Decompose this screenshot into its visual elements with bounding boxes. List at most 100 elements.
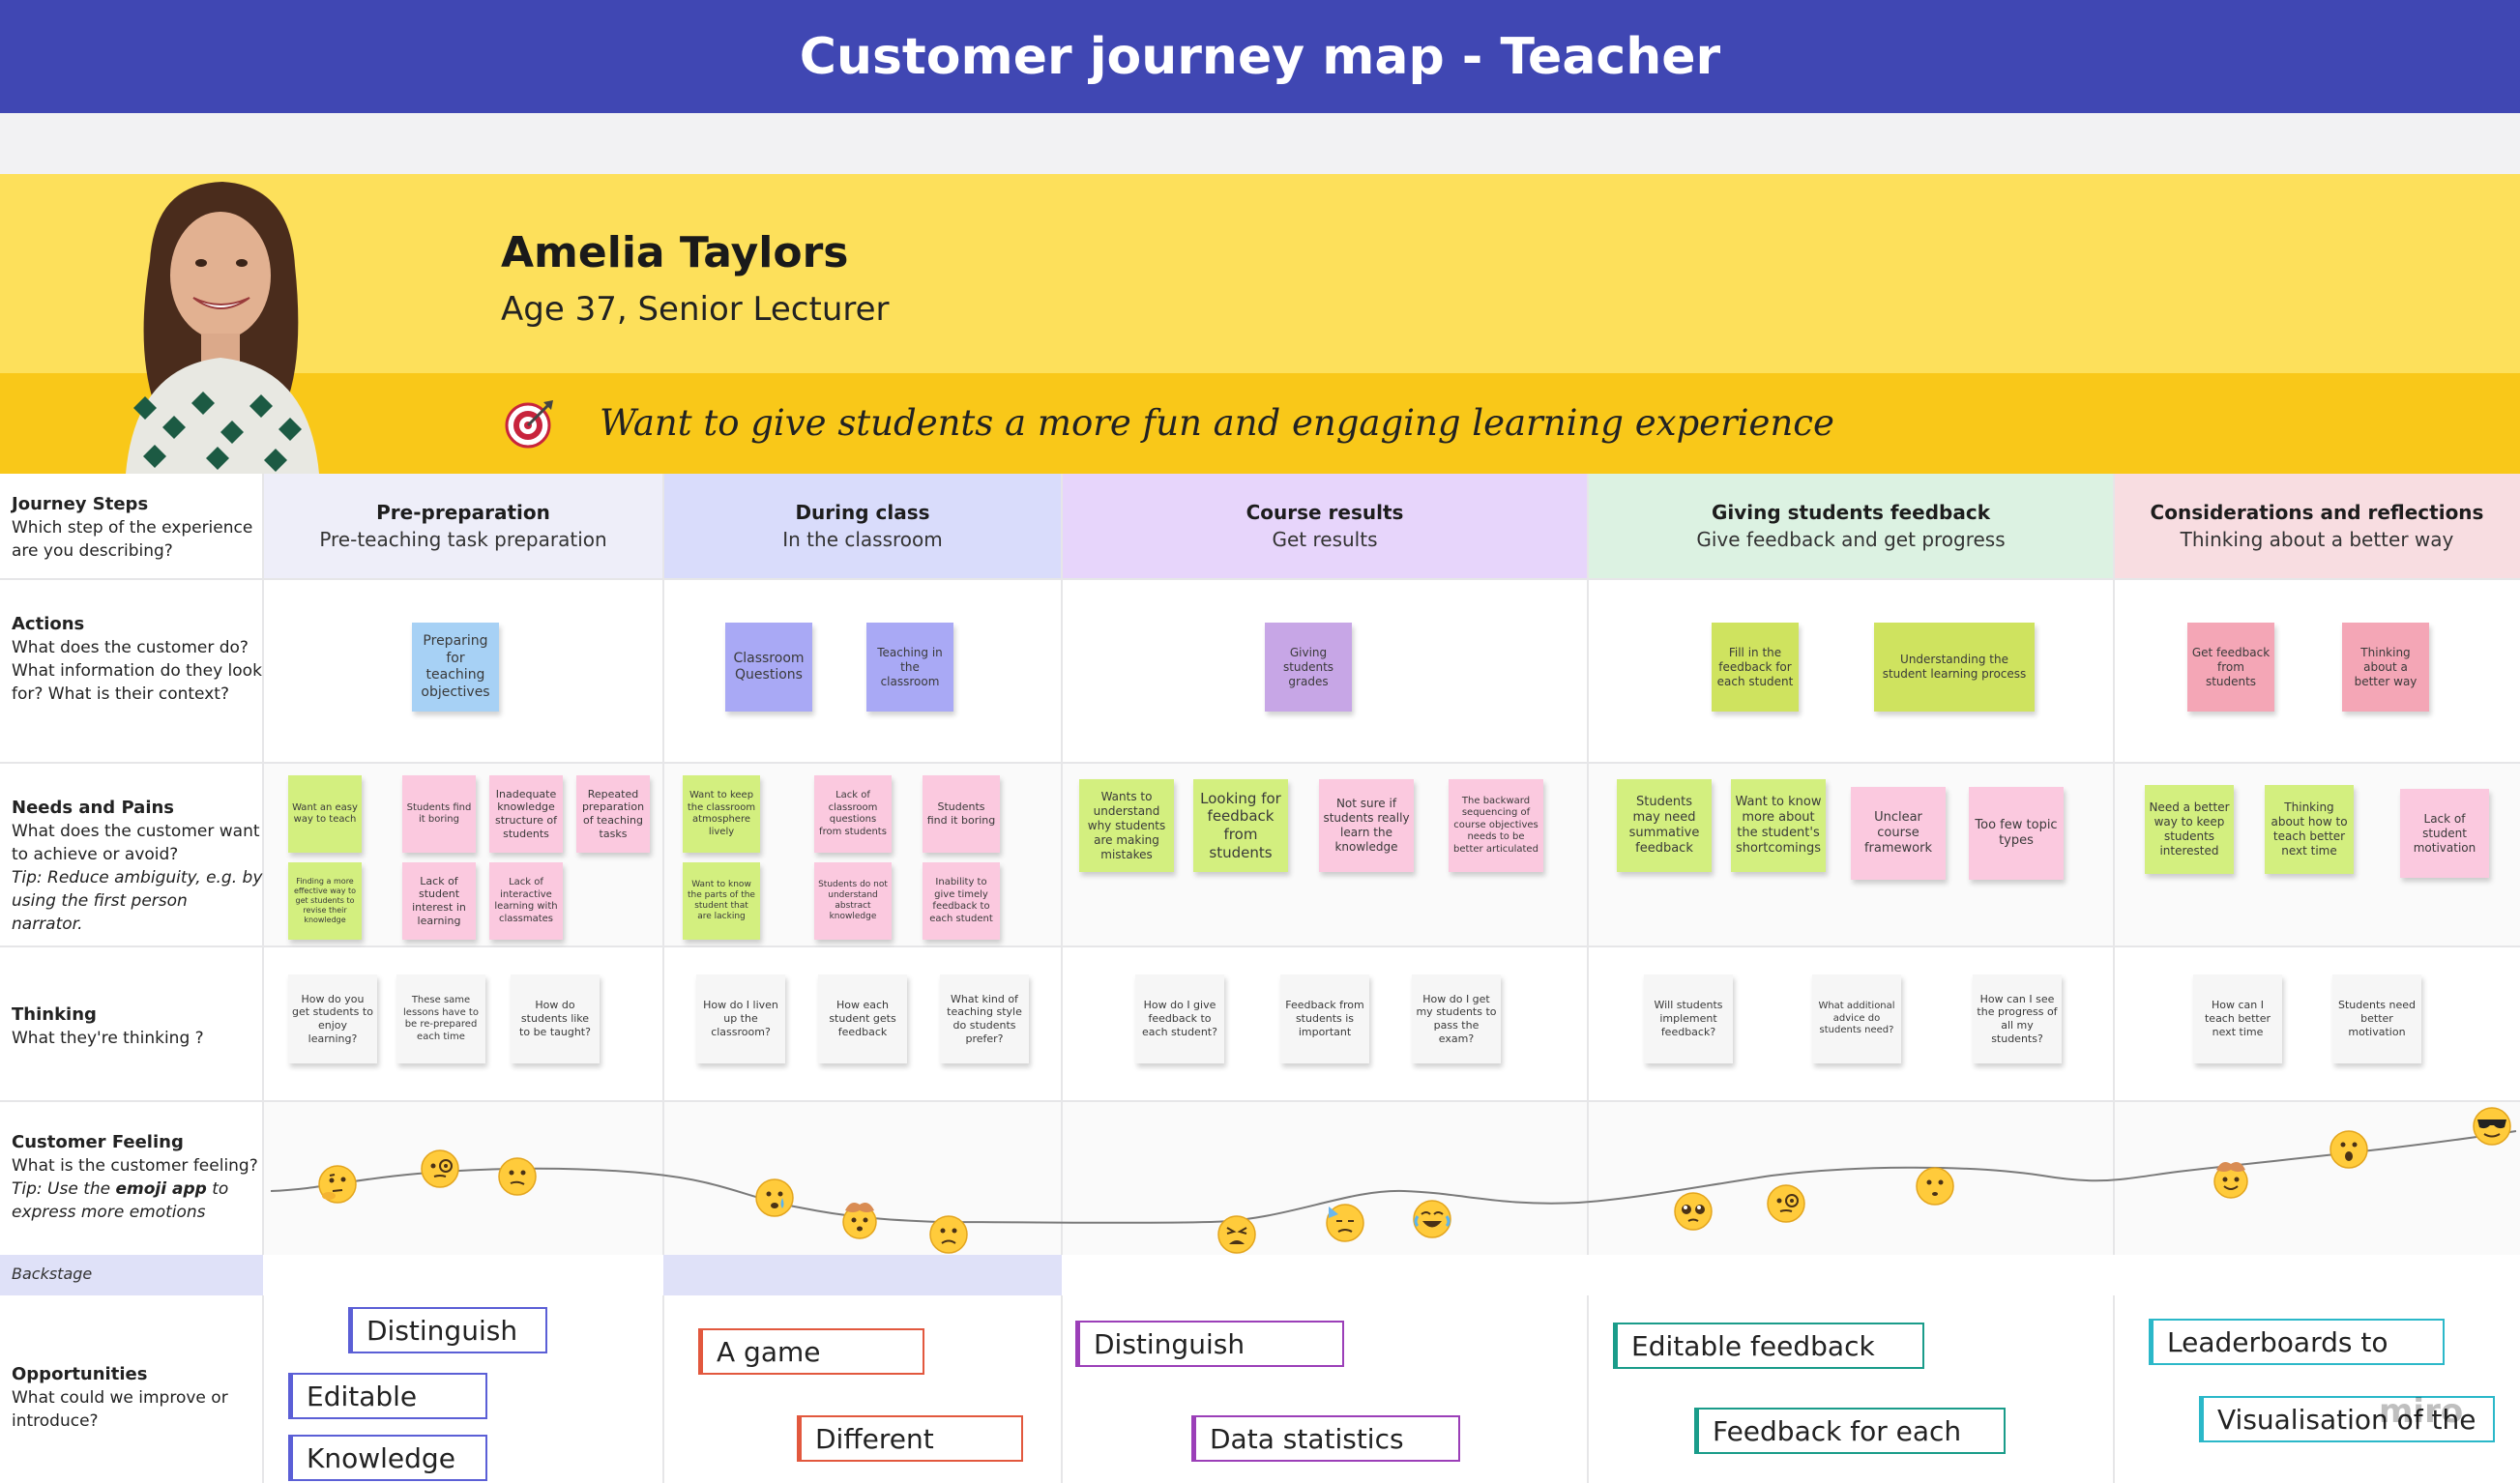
- action-sticky[interactable]: Teaching in the classroom: [866, 623, 953, 712]
- row-label-steps: Journey Steps Which step of the experien…: [0, 474, 263, 563]
- thought-sticky[interactable]: Will students implement feedback?: [1644, 974, 1733, 1063]
- pain-sticky[interactable]: Lack of classroom questions from student…: [814, 775, 892, 853]
- emoji-app-link[interactable]: emoji app: [115, 1179, 207, 1199]
- need-sticky[interactable]: Want an easy way to teach: [288, 775, 362, 853]
- row-divider: [0, 578, 2520, 580]
- need-sticky[interactable]: Wants to understand why students are mak…: [1079, 779, 1174, 872]
- need-sticky[interactable]: Want to know more about the student's sh…: [1731, 779, 1826, 872]
- thought-sticky[interactable]: Students need better motivation: [2332, 974, 2421, 1063]
- thought-sticky[interactable]: How do I get my students to pass the exa…: [1412, 974, 1501, 1063]
- thinking-face-icon[interactable]: [317, 1164, 358, 1205]
- frowning-face-icon[interactable]: [1915, 1166, 1955, 1207]
- pain-sticky[interactable]: Unclear course framework: [1851, 787, 1946, 880]
- column-divider: [2113, 474, 2115, 1483]
- monocle-face-icon[interactable]: [420, 1149, 460, 1189]
- thought-sticky[interactable]: What additional advice do students need?: [1812, 974, 1901, 1063]
- opportunity-card[interactable]: Editable feedback: [1613, 1323, 1924, 1369]
- row-label-thinking: Thinking What they're thinking ?: [0, 984, 263, 1050]
- thought-sticky[interactable]: How do I give feedback to each student?: [1135, 974, 1224, 1063]
- pain-sticky[interactable]: The backward sequencing of course object…: [1449, 779, 1543, 872]
- thought-sticky[interactable]: These same lessons have to be re-prepare…: [396, 974, 485, 1063]
- action-sticky[interactable]: Giving students grades: [1265, 623, 1352, 712]
- need-sticky[interactable]: Finding a more effective way to get stud…: [288, 862, 362, 940]
- step-header-course-results[interactable]: Course results Get results: [1062, 474, 1588, 578]
- column-divider: [1061, 474, 1063, 1483]
- step-header-considerations[interactable]: Considerations and reflections Thinking …: [2114, 474, 2520, 578]
- step-header-giving-feedback[interactable]: Giving students feedback Give feedback a…: [1588, 474, 2114, 578]
- frowning-face-icon[interactable]: [928, 1214, 969, 1255]
- persona-photo[interactable]: [97, 174, 338, 474]
- need-sticky[interactable]: Want to keep the classroom atmosphere li…: [683, 775, 760, 853]
- need-sticky[interactable]: Need a better way to keep students inter…: [2145, 785, 2234, 874]
- pain-sticky[interactable]: Not sure if students really learn the kn…: [1319, 779, 1414, 872]
- row-label-desc: What does the customer want to achieve o…: [12, 822, 260, 864]
- opportunity-card[interactable]: Different: [797, 1415, 1023, 1462]
- step-title: Course results: [1245, 501, 1404, 524]
- action-sticky[interactable]: Thinking about a better way: [2342, 623, 2429, 712]
- pain-sticky[interactable]: Lack of interactive learning with classm…: [489, 862, 563, 940]
- need-sticky[interactable]: Thinking about how to teach better next …: [2265, 785, 2354, 874]
- action-sticky[interactable]: Classroom Questions: [725, 623, 812, 712]
- action-sticky[interactable]: Fill in the feedback for each student: [1712, 623, 1799, 712]
- pain-sticky[interactable]: Lack of student interest in learning: [402, 862, 476, 940]
- row-label-tip: Tip: Reduce ambiguity, e.g. by using the…: [12, 868, 263, 934]
- pleading-face-icon[interactable]: [1673, 1191, 1714, 1232]
- thought-sticky[interactable]: How do you get students to enjoy learnin…: [288, 974, 377, 1063]
- pondering-face-icon[interactable]: [497, 1156, 538, 1197]
- pain-sticky[interactable]: Inadequate knowledge structure of studen…: [489, 775, 563, 853]
- pain-sticky[interactable]: Lack of student motivation: [2400, 789, 2489, 878]
- astonished-face-icon[interactable]: [2329, 1129, 2369, 1170]
- pain-sticky[interactable]: Students do not understand abstract know…: [814, 862, 892, 940]
- step-subtitle: Give feedback and get progress: [1696, 528, 2006, 551]
- opportunity-card[interactable]: Distinguish: [348, 1307, 547, 1353]
- step-header-during-class[interactable]: During class In the classroom: [663, 474, 1062, 578]
- thought-sticky[interactable]: How do students like to be taught?: [511, 974, 600, 1063]
- thought-sticky[interactable]: How can I teach better next time: [2193, 974, 2282, 1063]
- persona-role: Age 37, Senior Lecturer: [501, 290, 890, 329]
- pain-sticky[interactable]: Inability to give timely feedback to eac…: [923, 862, 1000, 940]
- opportunity-card[interactable]: Leaderboards to: [2149, 1319, 2445, 1365]
- step-subtitle: Thinking about a better way: [2180, 528, 2454, 551]
- opportunity-card[interactable]: A game: [698, 1328, 924, 1375]
- row-label-title: Actions: [12, 614, 85, 634]
- pain-sticky[interactable]: Repeated preparation of teaching tasks: [576, 775, 650, 853]
- opportunity-card[interactable]: Data statistics: [1191, 1415, 1460, 1462]
- opportunity-card[interactable]: Feedback for each: [1694, 1408, 2006, 1454]
- sunglasses-face-icon[interactable]: [2472, 1106, 2512, 1147]
- need-sticky[interactable]: Looking for feedback from students: [1193, 779, 1288, 872]
- exploding-head-icon[interactable]: [839, 1199, 880, 1239]
- opportunity-card[interactable]: Knowledge: [288, 1435, 487, 1481]
- row-divider: [0, 945, 2520, 947]
- row-label-desc: What could we improve or introduce?: [12, 1388, 228, 1431]
- thought-sticky[interactable]: What kind of teaching style do students …: [940, 974, 1029, 1063]
- monocle-face-icon[interactable]: [1766, 1183, 1806, 1224]
- need-sticky[interactable]: Students may need summative feedback: [1617, 779, 1712, 872]
- action-sticky[interactable]: Understanding the student learning proce…: [1874, 623, 2035, 712]
- opportunity-card[interactable]: Visualisation of the: [2199, 1396, 2495, 1442]
- need-sticky[interactable]: Want to know the parts of the student th…: [683, 862, 760, 940]
- row-label-title: Journey Steps: [12, 494, 149, 514]
- persona-name: Amelia Taylors: [501, 228, 849, 277]
- row-label-desc: What they're thinking ?: [12, 1029, 204, 1048]
- action-sticky[interactable]: Get feedback from students: [2187, 623, 2274, 712]
- pain-sticky[interactable]: Students find it boring: [402, 775, 476, 853]
- step-subtitle: Pre-teaching task preparation: [319, 528, 607, 551]
- row-label-opportunities: Opportunities What could we improve or i…: [0, 1344, 263, 1433]
- column-divider: [1587, 474, 1589, 1483]
- thought-sticky[interactable]: How can I see the progress of all my stu…: [1973, 974, 2062, 1063]
- step-header-pre-preparation[interactable]: Pre-preparation Pre-teaching task prepar…: [263, 474, 663, 578]
- exploding-head-icon[interactable]: [2211, 1158, 2251, 1199]
- backstage-label: Backstage: [12, 1265, 93, 1283]
- pain-sticky[interactable]: Too few topic types: [1969, 787, 2064, 880]
- opportunity-card[interactable]: Distinguish: [1075, 1321, 1344, 1367]
- thought-sticky[interactable]: Feedback from students is important: [1280, 974, 1369, 1063]
- action-sticky[interactable]: Preparing for teaching objectives: [412, 623, 499, 712]
- downcast-sweat-face-icon[interactable]: [1325, 1203, 1365, 1243]
- crying-face-icon[interactable]: [754, 1178, 795, 1218]
- opportunity-card[interactable]: Editable: [288, 1373, 487, 1419]
- tears-of-joy-face-icon[interactable]: [1412, 1199, 1452, 1239]
- tired-face-icon[interactable]: [1216, 1214, 1257, 1255]
- pain-sticky[interactable]: Students find it boring: [923, 775, 1000, 853]
- thought-sticky[interactable]: How do I liven up the classroom?: [696, 974, 785, 1063]
- thought-sticky[interactable]: How each student gets feedback: [818, 974, 907, 1063]
